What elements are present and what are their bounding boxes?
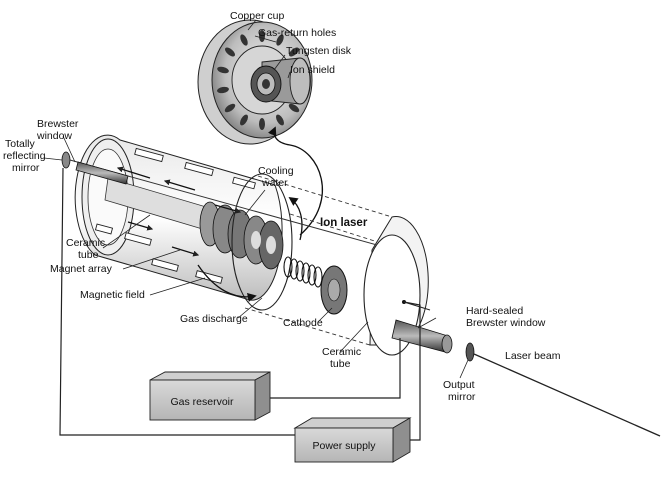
label-magnetic-field: Magnetic field	[80, 289, 145, 301]
label-gas-discharge: Gas discharge	[180, 313, 248, 325]
label-reflecting-mirror-2: reflecting	[3, 150, 46, 162]
label-ion-shield: Ion shield	[290, 64, 335, 76]
label-laser-beam: Laser beam	[505, 350, 561, 362]
ceramic-tube-end	[363, 216, 431, 356]
laser-beam	[473, 353, 661, 437]
label-reflecting-mirror-3: mirror	[12, 162, 40, 174]
wires	[59, 167, 421, 441]
dashed-projection	[244, 175, 393, 346]
label-magnet-array: Magnet array	[50, 263, 113, 275]
cathode	[283, 256, 323, 288]
label-brewster-window-1: Brewster	[37, 118, 79, 130]
label-hard-sealed-2: Brewster window	[466, 317, 546, 329]
magnet-cylinder	[74, 134, 303, 311]
tungsten-disks	[199, 201, 284, 270]
power-supply-box: Power supply	[293, 417, 412, 463]
label-cathode: Cathode	[283, 317, 323, 329]
label-gas-return-holes: Gas-return holes	[258, 27, 336, 39]
label-output-mirror-2: mirror	[448, 391, 476, 403]
brewster-window-left	[75, 161, 129, 185]
label-reflecting-mirror-1: Totally	[5, 138, 36, 150]
label-cooling-water-1: Cooling	[258, 165, 294, 177]
label-ceramic-tube-left-1: Ceramic	[66, 237, 105, 249]
output-mirror	[465, 342, 475, 362]
label-output-mirror-1: Output	[443, 379, 475, 391]
label-copper-cup: Copper cup	[230, 10, 284, 22]
inset-arrow	[267, 126, 324, 236]
label-ceramic-tube-bottom-1: Ceramic	[322, 346, 361, 358]
label-ceramic-tube-left-2: tube	[78, 249, 99, 261]
label-brewster-window-2: window	[36, 130, 72, 142]
label-hard-sealed-1: Hard-sealed	[466, 305, 523, 317]
gas-reservoir-label: Gas reservoir	[170, 396, 234, 408]
power-supply-label: Power supply	[312, 440, 376, 452]
label-cooling-water-2: water	[261, 177, 288, 189]
label-ceramic-tube-bottom-2: tube	[330, 358, 351, 370]
label-tungsten-disk: Tungsten disk	[286, 45, 352, 57]
diagram-title: Ion laser	[320, 217, 368, 229]
gas-reservoir-box: Gas reservoir	[149, 371, 271, 421]
totally-reflecting-mirror	[61, 151, 71, 169]
